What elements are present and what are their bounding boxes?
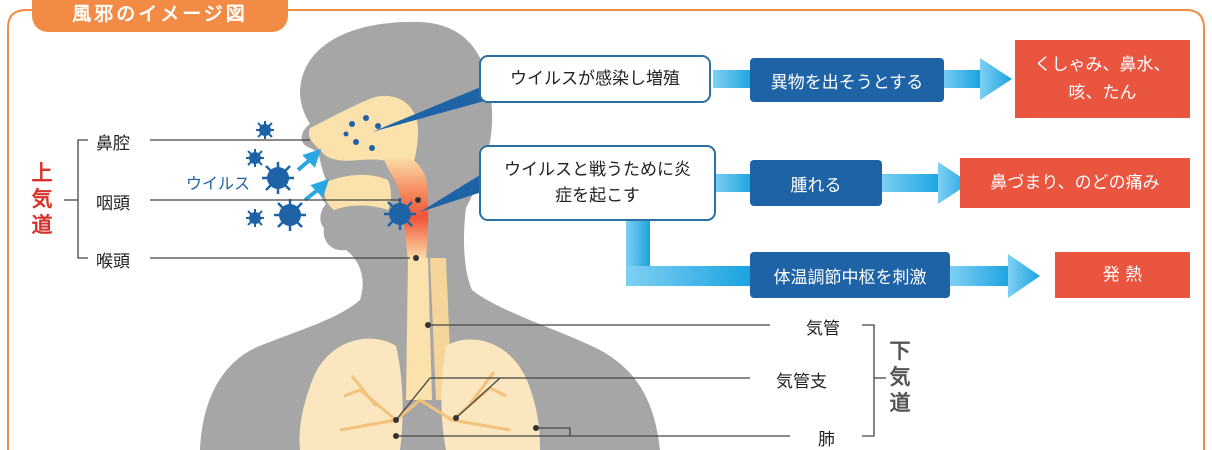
mouth-cavity [324,174,391,210]
bronchus-label: 気管支 [776,372,827,392]
virus-arrows [296,148,330,202]
pharynx-label: 咽頭 [96,194,130,214]
trachea [406,258,432,400]
lower-airway-lines [395,324,886,437]
lung-label: 肺 [818,430,835,450]
virus-cluster [246,115,416,231]
frame [7,9,1205,450]
response-box-swelling: 腫れる [750,160,882,206]
cause-box-inflammation: ウイルスと戦うために炎症を起こす [479,145,716,221]
virus-label: ウイルス [186,174,251,193]
cause-box-infection: ウイルスが感染し増殖 [479,55,711,103]
symptom-box-congestion: 鼻づまり、のどの痛み [960,158,1190,208]
page-title: 風邪のイメージ図 [32,0,288,32]
callout-pointer-1 [372,84,488,132]
flow-arrows [626,58,1040,298]
symptom-box-fever: 発 熱 [1055,252,1190,298]
upper-airway-group-label: 上気道 [31,161,53,237]
callout-pointer-2 [420,170,488,212]
response-box-thermoregulation: 体温調節中枢を刺激 [750,252,950,298]
lower-airway-group-label: 下気道 [889,339,911,415]
nasal-cavity [308,95,418,170]
response-box-expel: 異物を出そうとする [750,58,944,102]
upper-airway-bracket [64,139,410,259]
nasal-cavity-label: 鼻腔 [96,134,130,154]
symptom-box-sneeze: くしゃみ、鼻水、咳、たん [1015,40,1190,118]
trachea-label: 気管 [806,319,840,339]
larynx-label: 喉頭 [96,252,130,272]
